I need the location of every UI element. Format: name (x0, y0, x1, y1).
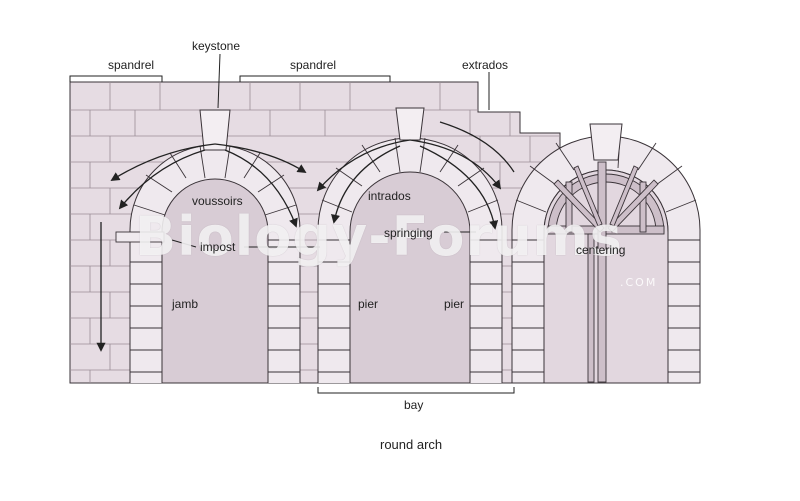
arch-middle (317, 107, 503, 384)
centering-frame (547, 161, 665, 383)
label-pier-left: pier (358, 297, 379, 311)
caption: round arch (380, 437, 443, 452)
label-spandrel-middle: spandrel (290, 58, 337, 72)
thrust-arrows (96, 121, 515, 352)
watermark-text: Biology-Forums (135, 205, 623, 268)
label-spandrel-left: spandrel (108, 58, 155, 72)
label-pier-right: pier (444, 297, 465, 311)
label-intrados: intrados (368, 189, 411, 203)
leaders (69, 53, 515, 394)
label-springing: springing (384, 226, 433, 240)
label-impost: impost (200, 240, 236, 254)
label-bay: bay (404, 398, 424, 412)
label-keystone: keystone (192, 39, 241, 53)
watermark: Biology-Forums (135, 205, 623, 268)
watermark-sub: .COM (620, 276, 658, 289)
label-jamb: jamb (172, 297, 199, 311)
arch-left (115, 109, 301, 384)
arch-right (511, 123, 701, 384)
label-centering: centering (576, 243, 626, 257)
label-voussoirs: voussoirs (192, 194, 243, 208)
label-extrados: extrados (462, 58, 509, 72)
